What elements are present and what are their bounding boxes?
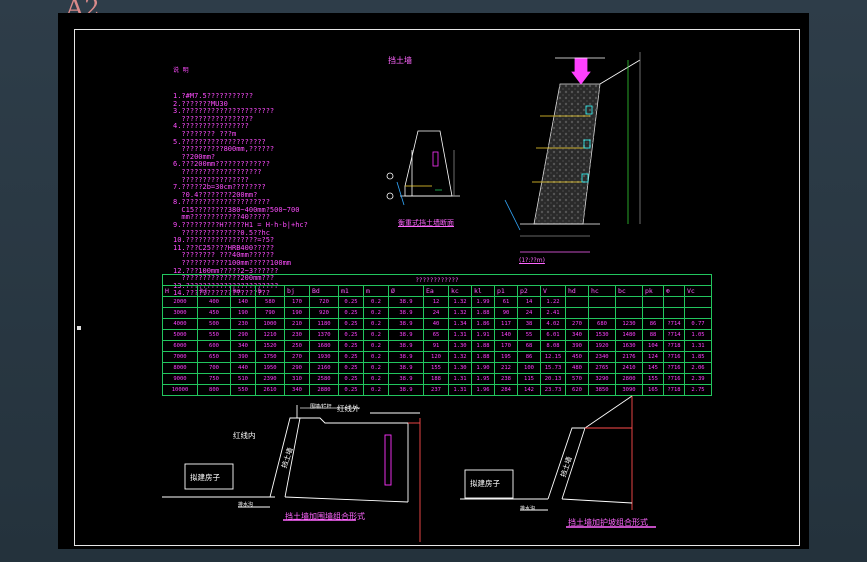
table-cell: 237 (423, 384, 449, 396)
wall-elevation (504, 52, 641, 253)
note-line: ?0.4????????200mm? (173, 190, 258, 199)
note-line: 7.?????2b=30cm???????? (173, 183, 266, 192)
note-line: 2.???????MU30 (173, 99, 228, 108)
note-line: ???????????????? (173, 175, 249, 184)
note-line: 1.?#M7.5??????????? (173, 91, 254, 100)
note-line: 12.???100mm?????2~3?????? (173, 266, 279, 275)
table-cell: 142 (517, 384, 541, 396)
combo1-title: 挡土墙加围墙组合形式 (285, 512, 365, 521)
table-cell: 3850 (588, 384, 616, 396)
note-line: 5.???????????????????? (173, 137, 266, 146)
red-line-outer-label: 红线外 (337, 404, 360, 413)
note-line: 11.???C25????HRB400????? (173, 243, 275, 252)
note-line: ????????????????? (173, 114, 254, 123)
note-line: mm????????????40????? (173, 213, 270, 222)
fence-label: 围墙/栏杆 (310, 404, 332, 410)
table-cell: 38.9 (388, 384, 424, 396)
table-cell: 165 (642, 384, 664, 396)
combo1-drawing (162, 405, 421, 542)
combo2-title: 挡土墙加护坡组合形式 (568, 518, 648, 527)
note-line: 6.???200mm????????????? (173, 160, 270, 169)
table-cell: 550 (230, 384, 256, 396)
note-line: ???????? ???40mm?????? (173, 251, 275, 260)
elevation-caption: (1?:??m) (519, 257, 545, 264)
red-line-inner-label: 红线内 (233, 431, 256, 440)
drain-label-1: 排水沟 (238, 502, 254, 508)
note-line: ??????????????0.5??hc (173, 228, 270, 237)
table-cell: 0.77 (684, 318, 712, 330)
house-label-1: 拟建房子 (190, 473, 220, 482)
combo2-drawing (460, 395, 633, 511)
table-cell: 800 (197, 384, 231, 396)
wall-cross-section (386, 130, 460, 206)
table-cell: 2.75 (684, 384, 712, 396)
note-line: ???????? ???m (173, 129, 237, 138)
note-line: 9.?????????H?????H1 = H-h-b|+hc? (173, 221, 308, 230)
note-line: 10.?????????????????=?5? (173, 236, 275, 245)
wall-title: 挡土墙 (388, 56, 412, 65)
note-line: 8.????????????????????? (173, 198, 270, 207)
border-tick-mark (77, 326, 81, 330)
notes-heading: 说 明 (173, 67, 189, 75)
drain-label-2: 排水沟 (520, 506, 536, 512)
note-line: ??????????800mm,?????? (173, 145, 275, 154)
house-label-2: 拟建房子 (470, 479, 500, 488)
cross-section-title: 衡重式挡土墙断面 (398, 219, 454, 227)
table-cell: 3090 (615, 384, 643, 396)
note-line: C15????????380~400mm?500~700 (173, 205, 300, 214)
note-line: ??200mm? (173, 152, 216, 161)
drawing-border (74, 29, 800, 546)
note-line: ??????????????????? (173, 167, 262, 176)
note-line: ???????????100mm?????100mm (173, 259, 292, 268)
note-line: 4.???????????????? (173, 122, 249, 131)
note-line: 3.?????????????????????? (173, 107, 275, 116)
